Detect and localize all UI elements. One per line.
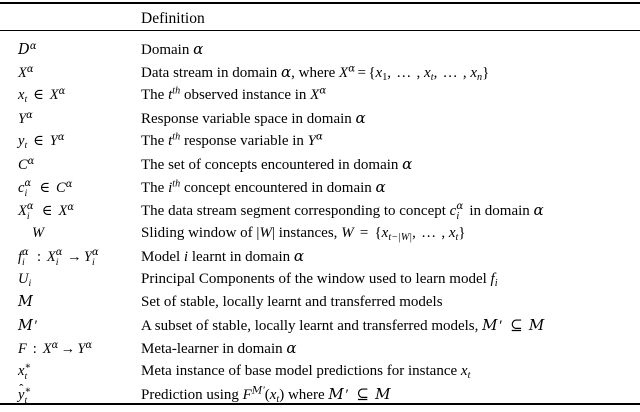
- row-symbol: Ui: [18, 271, 32, 289]
- row-symbol: Dα: [18, 40, 37, 58]
- table-row: x∗t Meta instance of base model predicti…: [0, 360, 640, 383]
- row-symbol: Yα: [18, 109, 33, 127]
- row-definition: Domain α: [141, 40, 204, 58]
- row-symbol: M: [18, 294, 34, 310]
- row-symbol: F : Xα→Yα: [18, 339, 93, 357]
- row-symbol: yt ∈ Yα: [18, 131, 65, 151]
- table-row: F : Xα→Yα Meta-learner in domain α: [0, 337, 640, 360]
- table-row: ̂y∗t Prediction using FM′(xt) where M′ ⊆…: [0, 383, 640, 406]
- row-definition: Response variable space in domain α: [141, 109, 366, 127]
- table-header-row: Definition: [0, 7, 640, 30]
- table-bottom-rule: [0, 403, 640, 405]
- row-definition: The ith concept encountered in domain α: [141, 178, 386, 196]
- row-symbol: ̂y∗t: [18, 385, 32, 407]
- row-definition: The tth response variable in Yα: [141, 131, 323, 149]
- row-definition: Data stream in domain α, where Xα={x1, ……: [141, 63, 490, 83]
- row-symbol: x∗t: [18, 361, 32, 383]
- table-row: Yα Response variable space in domain α: [0, 107, 640, 130]
- row-definition: Meta instance of base model predictions …: [141, 363, 471, 381]
- header-cell-definition: Definition: [141, 10, 205, 27]
- row-symbol: Cα: [18, 155, 35, 173]
- row-definition: Sliding window of |W| instances, W = {xt…: [141, 225, 466, 243]
- row-definition: Model i learnt in domain α: [141, 247, 305, 265]
- row-definition: A subset of stable, locally learnt and t…: [141, 316, 545, 334]
- row-definition: Prediction using FM′(xt) where M′ ⊆ M: [141, 385, 391, 405]
- table-row: xt ∈ Xα The tth observed instance in Xα: [0, 84, 640, 107]
- table-row: Xα Data stream in domain α, where Xα={x1…: [0, 61, 640, 84]
- row-symbol: W: [32, 225, 45, 241]
- table-header-rule: [0, 30, 640, 31]
- table-row: M Set of stable, locally learnt and tran…: [0, 291, 640, 314]
- table-row: M′ A subset of stable, locally learnt an…: [0, 314, 640, 337]
- row-definition: The tth observed instance in Xα: [141, 85, 327, 103]
- row-definition: Set of stable, locally learnt and transf…: [141, 294, 443, 310]
- table-row: yt ∈ Yα The tth response variable in Yα: [0, 130, 640, 153]
- table-row: W Sliding window of |W| instances, W = {…: [0, 222, 640, 245]
- table-top-rule: [0, 2, 640, 4]
- table-row: Dα Domain α: [0, 38, 640, 61]
- row-symbol: Xα: [18, 63, 34, 81]
- row-definition: Principal Components of the window used …: [141, 271, 498, 289]
- table-row: Cα The set of concepts encountered in do…: [0, 153, 640, 176]
- table-row: Ui Principal Components of the window us…: [0, 268, 640, 291]
- row-symbol: M′: [18, 318, 38, 334]
- row-symbol: xt ∈ Xα: [18, 85, 66, 105]
- row-definition: The set of concepts encountered in domai…: [141, 155, 413, 173]
- row-definition: The data stream segment corresponding to…: [141, 200, 544, 222]
- row-definition: Meta-learner in domain α: [141, 339, 297, 357]
